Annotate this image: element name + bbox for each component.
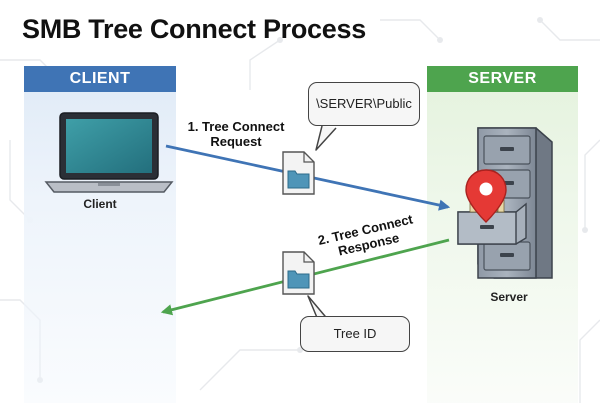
request-bubble-tail — [315, 125, 337, 151]
client-label: Client — [83, 197, 117, 211]
page-title: SMB Tree Connect Process — [22, 14, 366, 44]
request-bubble: \SERVER\Public — [308, 82, 420, 126]
location-pin-icon — [465, 169, 507, 223]
server-label: Server — [490, 290, 528, 304]
response-folder-document-icon — [282, 251, 315, 295]
laptop-icon — [44, 112, 174, 193]
request-label-line2: Request — [210, 134, 262, 149]
request-label-line1: 1. Tree Connect — [187, 119, 285, 134]
response-bubble: Tree ID — [300, 316, 410, 352]
server-header: SERVER — [427, 66, 578, 92]
client-header: CLIENT — [24, 66, 176, 92]
request-label: 1. Tree Connect Request — [178, 119, 294, 149]
response-bubble-tail — [307, 295, 331, 323]
request-folder-document-icon — [282, 151, 315, 195]
